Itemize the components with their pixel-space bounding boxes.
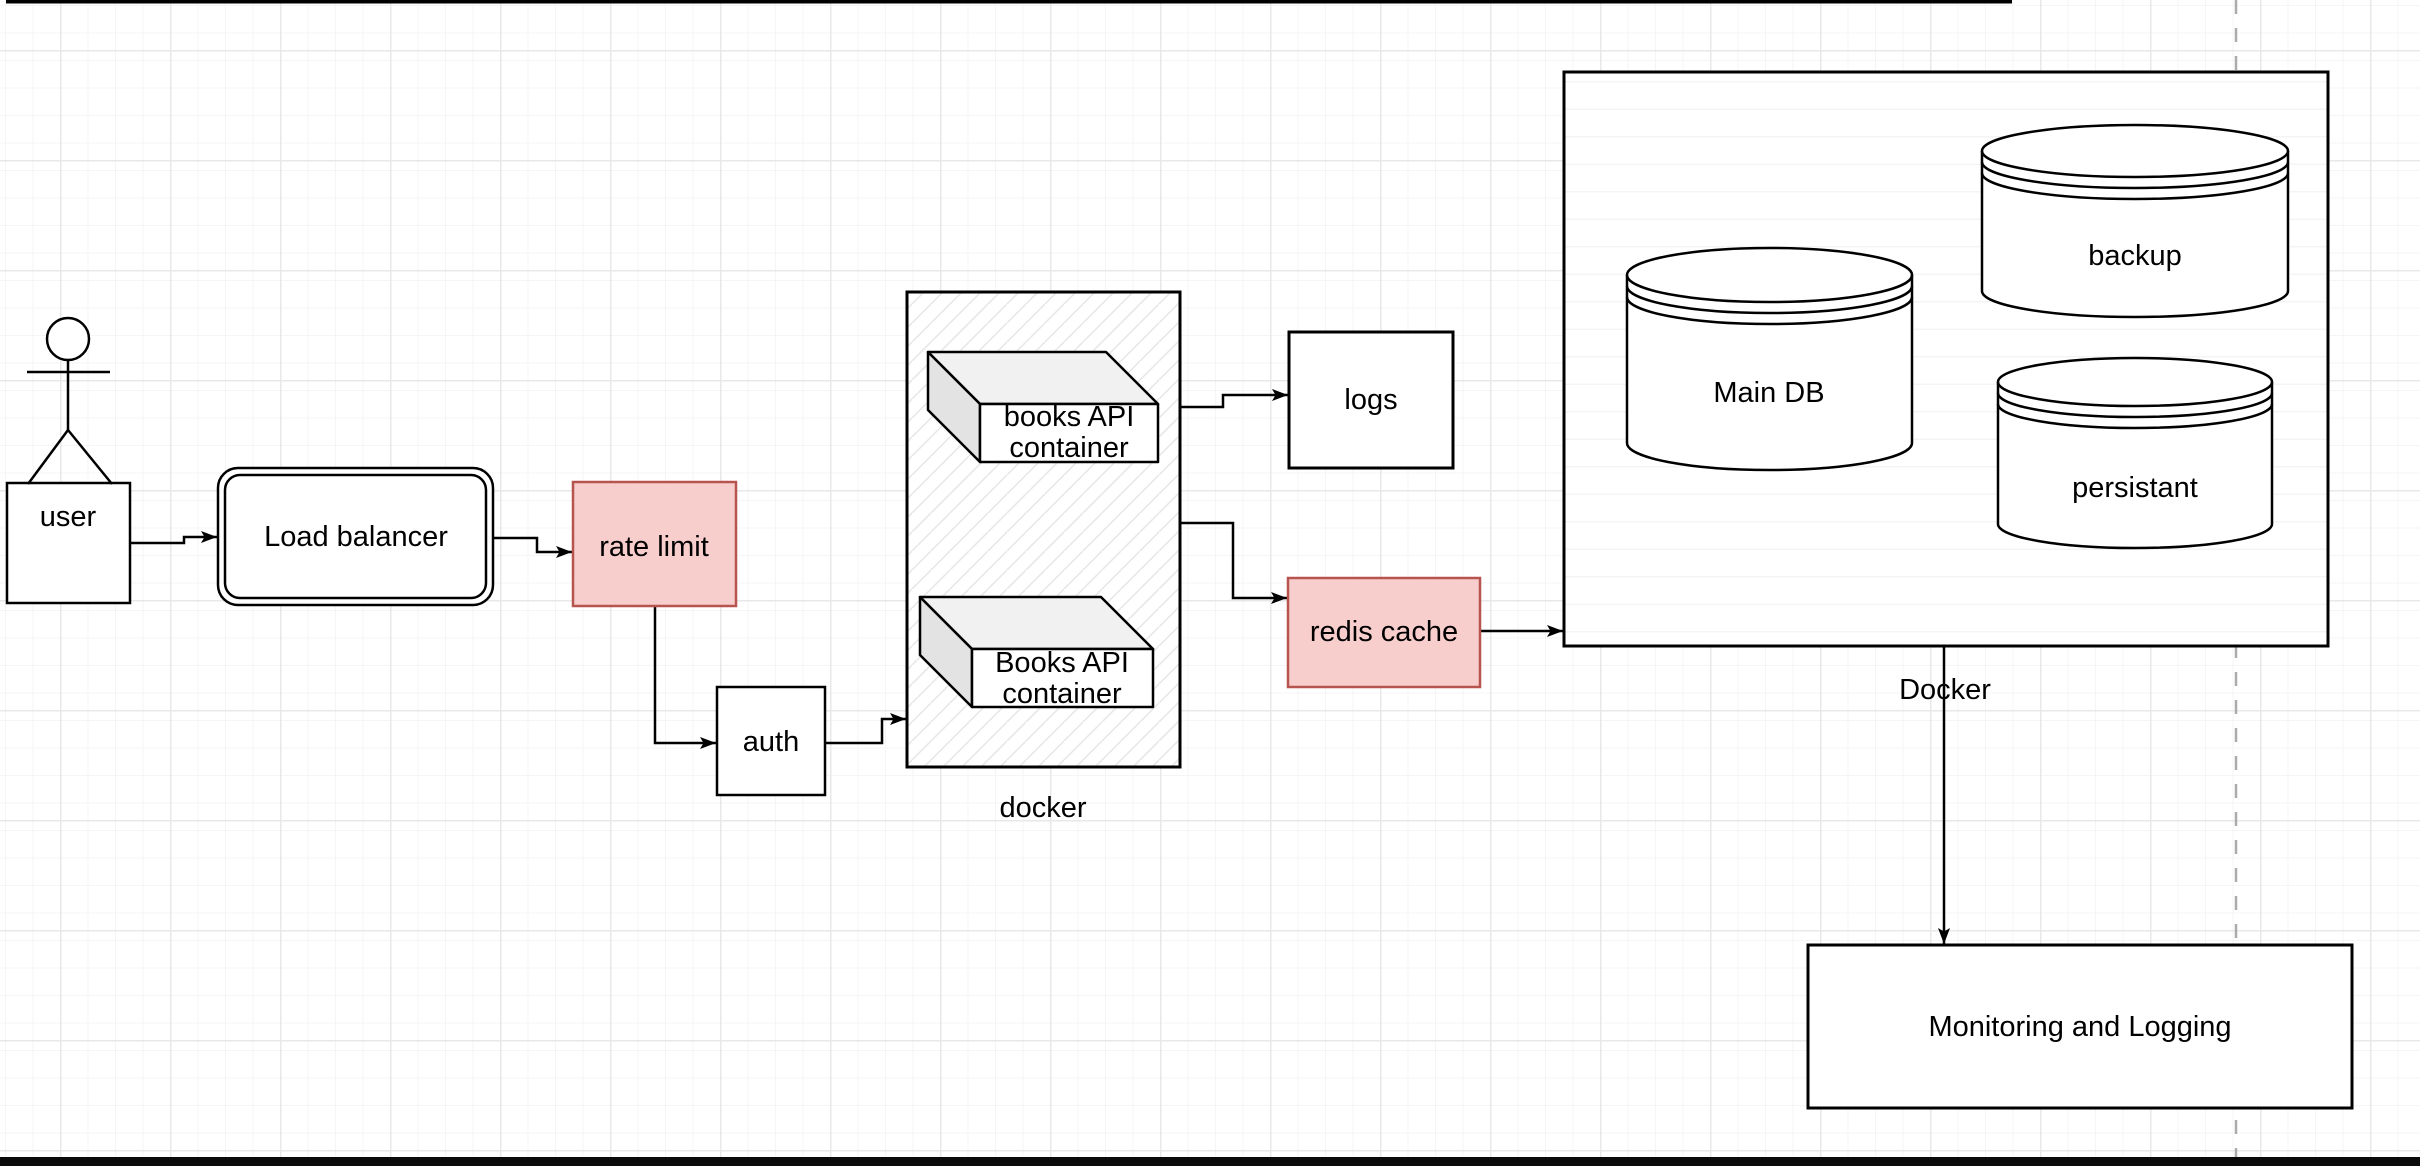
edge-container-to-logs[interactable] [1158, 389, 1288, 409]
node-monitoring[interactable]: Monitoring and Logging [1806, 943, 2354, 1110]
monitoring-label: Monitoring and Logging [1928, 1011, 2231, 1043]
edge-load-balancer-to-rate-limit[interactable] [493, 536, 572, 558]
edge-rate-limit-to-auth[interactable] [653, 606, 716, 749]
node-rate-limit[interactable]: rate limit [571, 480, 738, 608]
edge-auth-to-docker[interactable] [825, 713, 906, 745]
node-logs[interactable]: logs [1287, 330, 1455, 470]
docker-db-group-label: Docker [1899, 674, 1991, 706]
node-auth[interactable]: auth [715, 685, 827, 797]
api-container-top-label-line1: books API [1004, 401, 1135, 433]
node-load-balancer[interactable]: Load balancer [216, 466, 495, 607]
user-actor-icon [26, 316, 113, 485]
node-user[interactable]: user [5, 316, 132, 605]
api-container-top-label-line2: container [1009, 432, 1129, 464]
edge-docker-to-redis-cache[interactable] [1180, 521, 1287, 604]
docker-group-label: docker [999, 792, 1086, 824]
bottom-window-bar [0, 1157, 2420, 1166]
rate-limit-label: rate limit [599, 531, 709, 563]
persistant-db-label: persistant [2072, 472, 2198, 504]
node-api-container-top[interactable]: books API container [926, 350, 1160, 464]
auth-label: auth [743, 726, 799, 758]
node-backup-db[interactable]: backup [1980, 123, 2290, 319]
node-main-db[interactable]: Main DB [1625, 246, 1914, 472]
node-persistant-db[interactable]: persistant [1996, 356, 2274, 550]
logs-label: logs [1344, 384, 1397, 416]
backup-db-label: backup [2088, 240, 2182, 272]
node-api-container-bottom[interactable]: Books API container [918, 595, 1155, 710]
redis-cache-label: redis cache [1310, 616, 1458, 648]
main-db-label: Main DB [1713, 377, 1824, 409]
edge-user-to-load-balancer[interactable] [130, 531, 217, 545]
node-redis-cache[interactable]: redis cache [1286, 576, 1482, 689]
top-window-edge [6, 0, 2012, 4]
load-balancer-label: Load balancer [264, 521, 448, 553]
api-container-bottom-label-line2: container [1002, 678, 1122, 710]
user-label: user [40, 501, 97, 533]
api-container-bottom-label-line1: Books API [995, 647, 1129, 679]
